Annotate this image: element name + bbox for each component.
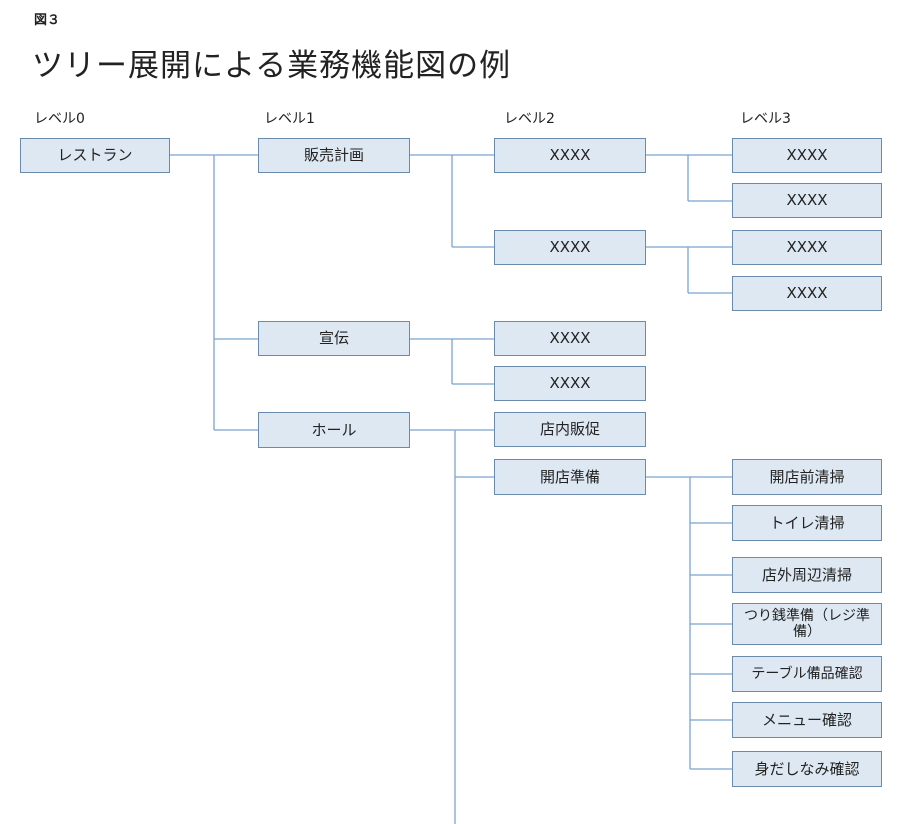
node-xxxx-1-2[interactable]: XXXX (732, 183, 882, 218)
level-label-0: レベル0 (34, 111, 85, 127)
node-advertising-xxxx-1[interactable]: XXXX (494, 321, 646, 356)
node-pre-opening-cleaning[interactable]: 開店前清掃 (732, 459, 882, 495)
node-table-supplies-check[interactable]: テーブル備品確認 (732, 656, 882, 692)
node-root[interactable]: レストラン (20, 138, 170, 173)
node-change-preparation[interactable]: つり銭準備（レジ準備） (732, 603, 882, 645)
node-outside-cleaning[interactable]: 店外周辺清掃 (732, 557, 882, 593)
node-xxxx-2-1[interactable]: XXXX (732, 230, 882, 265)
node-toilet-cleaning[interactable]: トイレ清掃 (732, 505, 882, 541)
figure-label: 図３ (34, 13, 61, 28)
diagram-title: ツリー展開による業務機能図の例 (32, 48, 512, 84)
node-advertising-xxxx-2[interactable]: XXXX (494, 366, 646, 401)
node-sales-plan[interactable]: 販売計画 (258, 138, 410, 173)
level-label-3: レベル3 (740, 111, 791, 127)
node-menu-check[interactable]: メニュー確認 (732, 702, 882, 738)
node-advertising[interactable]: 宣伝 (258, 321, 410, 356)
node-sales-plan-xxxx-1[interactable]: XXXX (494, 138, 646, 173)
node-in-store-promotion[interactable]: 店内販促 (494, 412, 646, 447)
node-sales-plan-xxxx-2[interactable]: XXXX (494, 230, 646, 265)
node-xxxx-2-2[interactable]: XXXX (732, 276, 882, 311)
node-xxxx-1-1[interactable]: XXXX (732, 138, 882, 173)
node-grooming-check[interactable]: 身だしなみ確認 (732, 751, 882, 787)
level-label-2: レベル2 (504, 111, 555, 127)
level-label-1: レベル1 (264, 111, 315, 127)
node-hall[interactable]: ホール (258, 412, 410, 448)
node-opening-preparation[interactable]: 開店準備 (494, 459, 646, 495)
